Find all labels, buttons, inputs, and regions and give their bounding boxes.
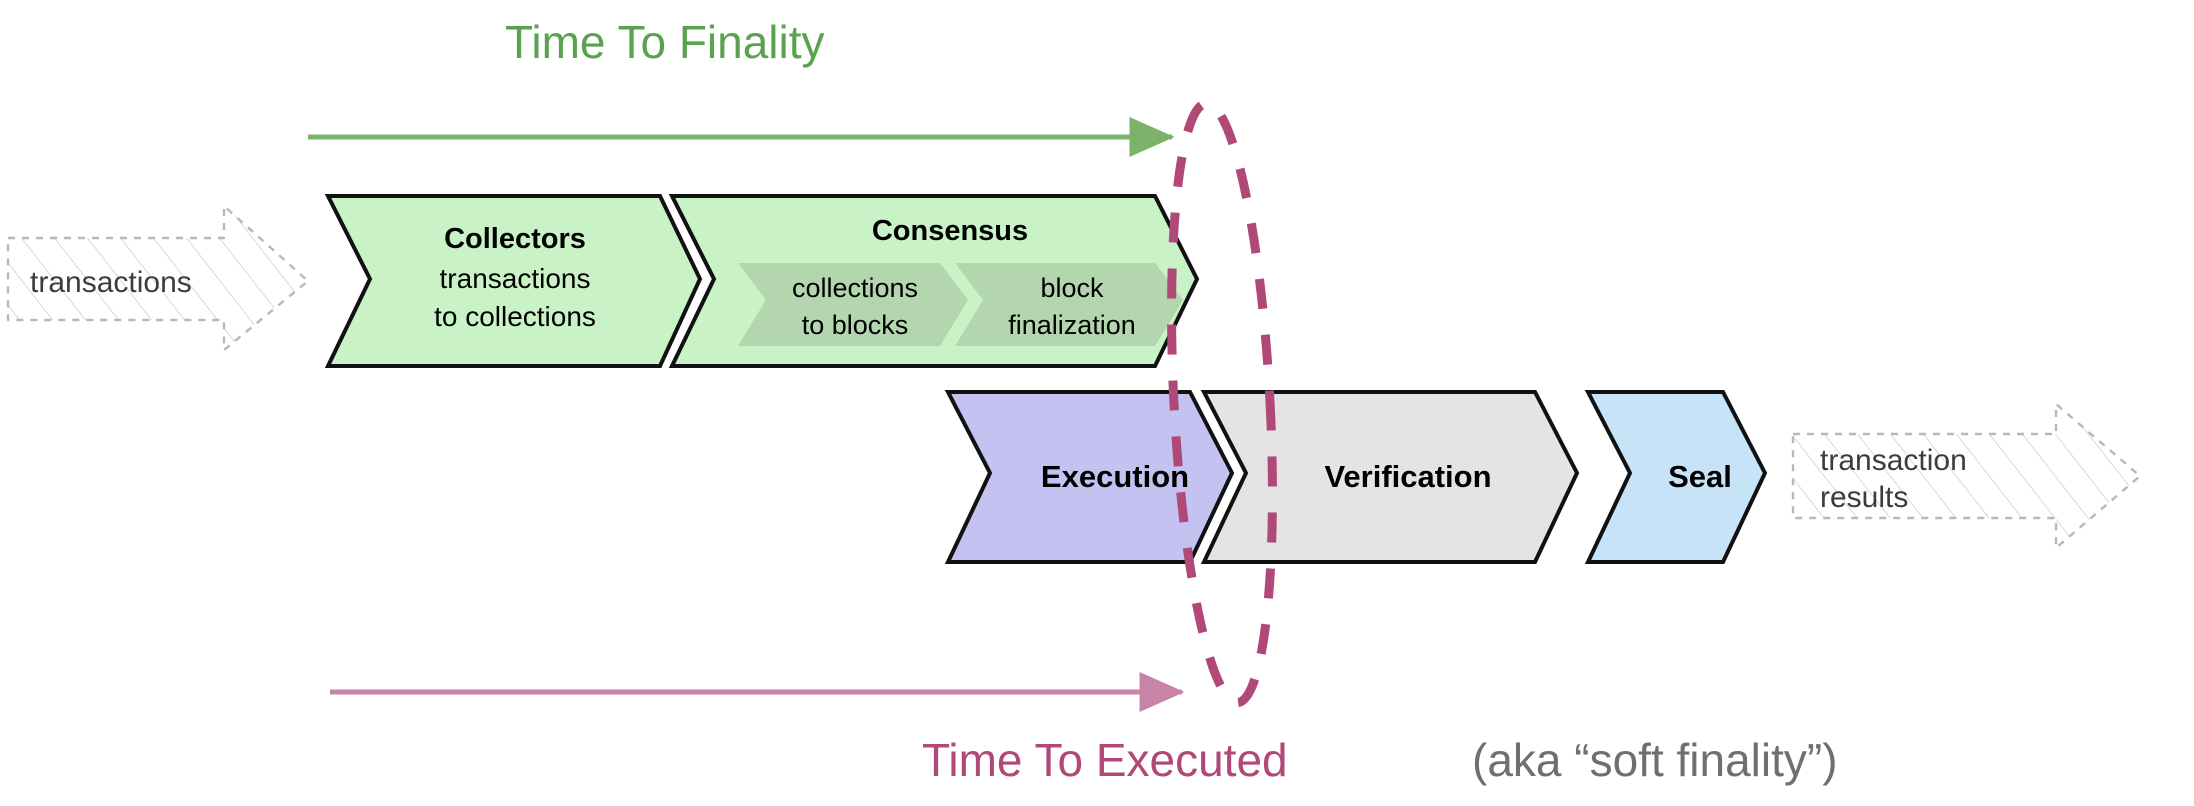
stage-execution-title: Execution (1041, 459, 1189, 494)
substage-collections-to-blocks-shape (738, 263, 968, 346)
stage-collectors[interactable]: Collectors transactions to collections (324, 194, 703, 368)
stage-collectors-sub-line1: transactions (440, 263, 591, 294)
stage-collectors-shape (324, 194, 703, 368)
input-label: transactions (30, 266, 192, 299)
substage-block-finalization-line2: finalization (1008, 310, 1136, 340)
output-ghost-arrow: transaction results (1791, 402, 2142, 550)
substage-block-finalization-shape (955, 263, 1183, 346)
stage-verification-title: Verification (1324, 459, 1491, 494)
stage-consensus[interactable]: Consensus collections to blocks block fi… (668, 194, 1200, 368)
substage-block-finalization[interactable]: block finalization (955, 263, 1183, 346)
title-time-to-executed-note: (aka “soft finality”) (1472, 734, 1838, 786)
substage-collections-to-blocks[interactable]: collections to blocks (738, 263, 968, 346)
output-ghost-arrow-shape (1791, 402, 2142, 550)
stage-collectors-sub-line2: to collections (434, 301, 596, 332)
title-time-to-executed: Time To Executed (922, 734, 1288, 786)
finality-boundary-ellipse (1167, 98, 1277, 708)
title-time-to-finality: Time To Finality (505, 16, 825, 68)
stage-collectors-title: Collectors (444, 223, 586, 255)
substage-collections-to-blocks-line2: to blocks (802, 310, 909, 340)
stage-consensus-title: Consensus (872, 215, 1028, 247)
stage-seal-title: Seal (1668, 459, 1732, 494)
input-ghost-arrow: transactions (6, 204, 310, 352)
stage-seal-shape (1584, 390, 1768, 564)
stage-verification-shape (1200, 390, 1580, 564)
stage-seal[interactable]: Seal (1584, 390, 1768, 564)
input-ghost-arrow-shape (6, 204, 310, 352)
substage-collections-to-blocks-line1: collections (792, 273, 918, 303)
output-label-line2: results (1820, 481, 1908, 514)
output-label-line1: transaction (1820, 444, 1967, 477)
substage-block-finalization-line1: block (1040, 273, 1104, 303)
stage-verification[interactable]: Verification (1200, 390, 1580, 564)
stage-execution[interactable]: Execution (944, 390, 1235, 564)
